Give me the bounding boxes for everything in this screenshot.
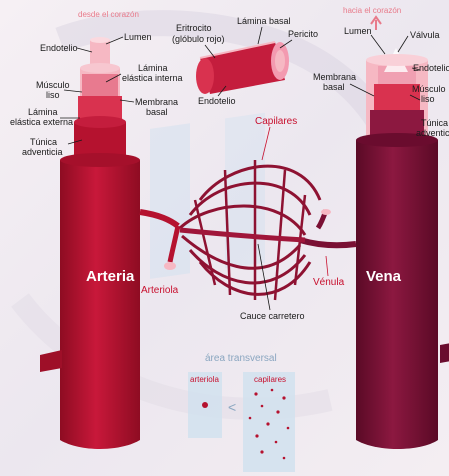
vein-muscle-label-2: liso xyxy=(421,94,435,104)
pericyte-label: Pericito xyxy=(288,29,318,39)
artery-lumen-label: Lumen xyxy=(124,32,152,42)
artery-external-elastic-label-2: elástica externa xyxy=(10,117,73,127)
artery-external-elastic-label: Lámina xyxy=(28,107,58,117)
arteriole-section-label: arteriola xyxy=(190,375,219,384)
vein-adventitia-label: Túnica xyxy=(421,118,448,128)
venule-label: Vénula xyxy=(313,277,345,288)
basal-lamina-label: Lámina basal xyxy=(237,16,291,26)
artery-adventitia-label-2: adventicia xyxy=(22,147,63,157)
arteriole-label: Arteriola xyxy=(141,285,179,296)
vein-basal-membrane-label-2: basal xyxy=(323,82,345,92)
vein-muscle-label: Músculo xyxy=(412,84,446,94)
vein-adventitia-label-2: adventicia xyxy=(416,128,449,138)
capillaries-section-label: capilares xyxy=(254,375,286,384)
artery-muscle-label-2: liso xyxy=(46,90,60,100)
vein-basal-membrane-label: Membrana xyxy=(313,72,356,82)
arteriole-end xyxy=(164,262,176,270)
highlight-panel xyxy=(225,113,265,269)
artery-internal-elastic-label: Lámina xyxy=(138,63,168,73)
vein-valve-label: Válvula xyxy=(410,30,440,40)
erythrocyte-label: Eritrocito xyxy=(176,23,212,33)
direction-from-heart: desde el corazón xyxy=(78,10,139,19)
erythrocyte-label-2: (glóbulo rojo) xyxy=(172,34,225,44)
thoroughfare-label: Cauce carretero xyxy=(240,311,305,321)
venule-end xyxy=(321,209,331,215)
cross-section-title: área transversal xyxy=(205,353,277,364)
capillary-endothelium-label: Endotelio xyxy=(198,96,236,106)
artery-basal-membrane-label-2: basal xyxy=(146,107,168,117)
vein-endothelium-label: Endotelio xyxy=(413,63,449,73)
artery-basal-membrane-label: Membrana xyxy=(135,97,178,107)
capillaries-section-panel xyxy=(243,372,295,472)
direction-to-heart: hacia el corazón xyxy=(343,6,401,15)
capillaries-label: Capilares xyxy=(255,116,297,127)
artery-adventitia-label: Túnica xyxy=(30,137,57,147)
comparison-symbol: < xyxy=(228,399,236,415)
artery-label: Arteria xyxy=(86,268,135,285)
vein-label: Vena xyxy=(366,268,402,285)
arteriole-cross-section xyxy=(202,402,208,408)
artery-internal-elastic-label-2: elástica interna xyxy=(122,73,183,83)
vein-lumen-label: Lumen xyxy=(344,26,372,36)
artery-endothelium-label: Endotelio xyxy=(40,43,78,53)
artery-muscle-label: Músculo xyxy=(36,80,70,90)
